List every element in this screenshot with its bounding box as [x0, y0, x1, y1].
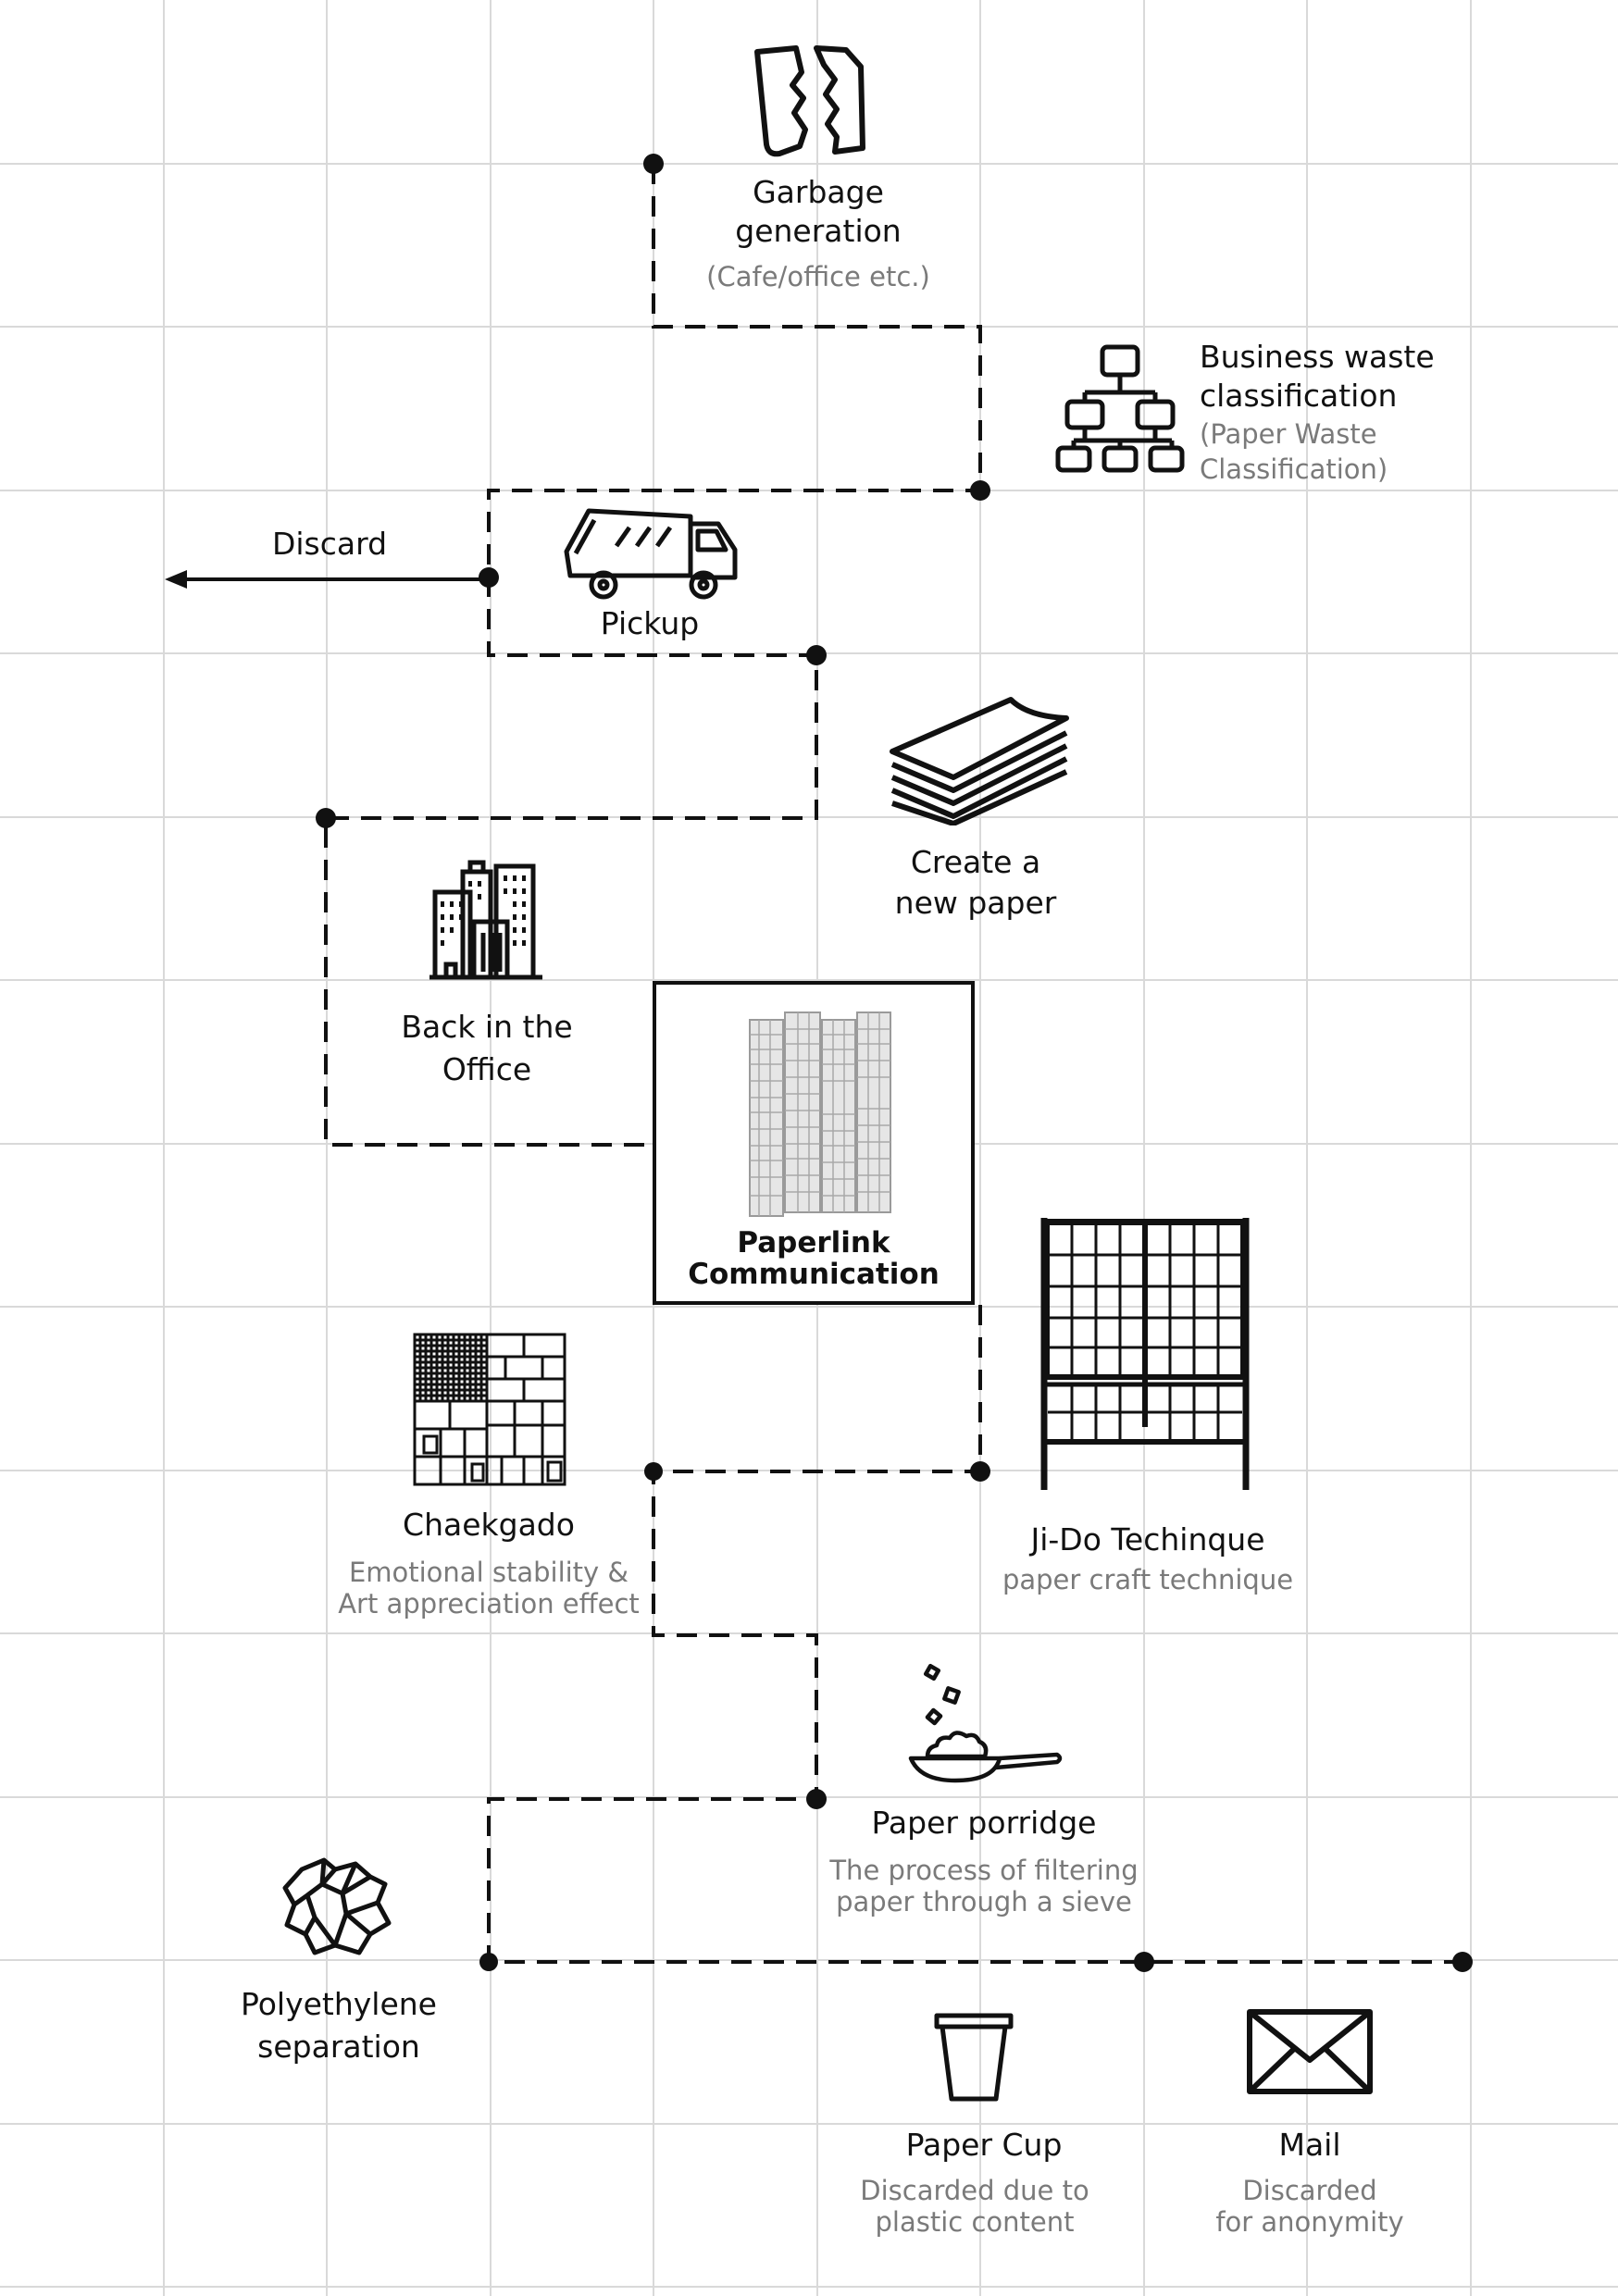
paper-cup-title: Paper Cup: [905, 2127, 1063, 2163]
business-waste-line2: classification: [1200, 378, 1398, 414]
polyethylene-line2: separation: [257, 2029, 420, 2065]
office-buildings-icon: [429, 860, 542, 980]
porridge-sub2: paper through a sieve: [836, 1886, 1132, 1917]
hub-title-line1: Paperlink: [737, 1226, 890, 1260]
flow-dot-new-paper: [806, 645, 827, 665]
business-waste-sub1: (Paper Waste: [1200, 418, 1377, 450]
jido-sub: paper craft technique: [1002, 1564, 1294, 1595]
porridge-pan-icon: [908, 1663, 1063, 1783]
org-chart-icon: [1055, 344, 1185, 473]
envelope-icon: [1247, 2009, 1373, 2094]
flow-dot-paper-cup: [1134, 1952, 1154, 1972]
hub-title-line2: Communication: [688, 1258, 940, 1291]
flow-dot-back-office: [316, 808, 336, 828]
garbage-generation-line2: generation: [735, 213, 902, 249]
chaekgado-pattern-icon: [413, 1333, 566, 1486]
flow-dot-mail: [1452, 1952, 1473, 1972]
back-office-line2: Office: [442, 1051, 532, 1087]
flow-dot-porridge: [806, 1789, 827, 1809]
paperlink-hub-box: Paperlink Communication: [653, 981, 975, 1305]
garbage-generation-sub: (Cafe/office etc.): [706, 261, 930, 292]
jido-screen-icon: [1040, 1218, 1250, 1490]
chaekgado-title: Chaekgado: [403, 1507, 575, 1543]
dashed-flow-line-lower: [487, 1305, 1462, 1964]
garbage-truck-icon: [564, 508, 738, 600]
discard-label: Discard: [271, 526, 388, 562]
crumpled-paper-icon: [282, 1857, 392, 1955]
flow-dot-pickup: [479, 567, 499, 588]
business-waste-line1: Business waste: [1200, 339, 1435, 375]
flow-dot-garbage: [643, 154, 664, 174]
pickup-label: Pickup: [600, 605, 700, 641]
garbage-generation-line1: Garbage: [753, 174, 884, 210]
chaekgado-sub1: Emotional stability &: [348, 1557, 629, 1588]
flow-dot-classification: [970, 480, 990, 501]
new-paper-line1: Create a: [910, 844, 1041, 880]
folding-screen-icon: [749, 1011, 891, 1217]
paper-cup-icon: [934, 2013, 1014, 2102]
jido-title: Ji-Do Techinque: [1030, 1521, 1265, 1558]
chaekgado-sub2: Art appreciation effect: [338, 1588, 640, 1620]
discard-arrowhead: [165, 570, 187, 589]
flow-dot-jido: [970, 1461, 990, 1482]
business-waste-sub2: Classification): [1200, 453, 1388, 485]
mail-sub1: Discarded: [1242, 2175, 1377, 2206]
torn-paper-icon: [754, 45, 865, 157]
mail-title: Mail: [1278, 2127, 1341, 2163]
polyethylene-line1: Polyethylene: [241, 1986, 437, 2022]
porridge-sub1: The process of filtering: [829, 1855, 1139, 1886]
new-paper-line2: new paper: [894, 885, 1057, 921]
flow-dot-chaekgado: [644, 1462, 663, 1481]
porridge-title: Paper porridge: [871, 1805, 1097, 1841]
flow-dot-polyethylene: [479, 1953, 498, 1971]
dashed-flow-line: [324, 164, 982, 1147]
paper-cup-sub2: plastic content: [875, 2206, 1075, 2238]
mail-sub2: for anonymity: [1215, 2206, 1404, 2238]
paper-cup-sub1: Discarded due to: [860, 2175, 1089, 2206]
back-office-line1: Back in the: [401, 1009, 573, 1045]
paper-stack-icon: [890, 697, 1069, 825]
